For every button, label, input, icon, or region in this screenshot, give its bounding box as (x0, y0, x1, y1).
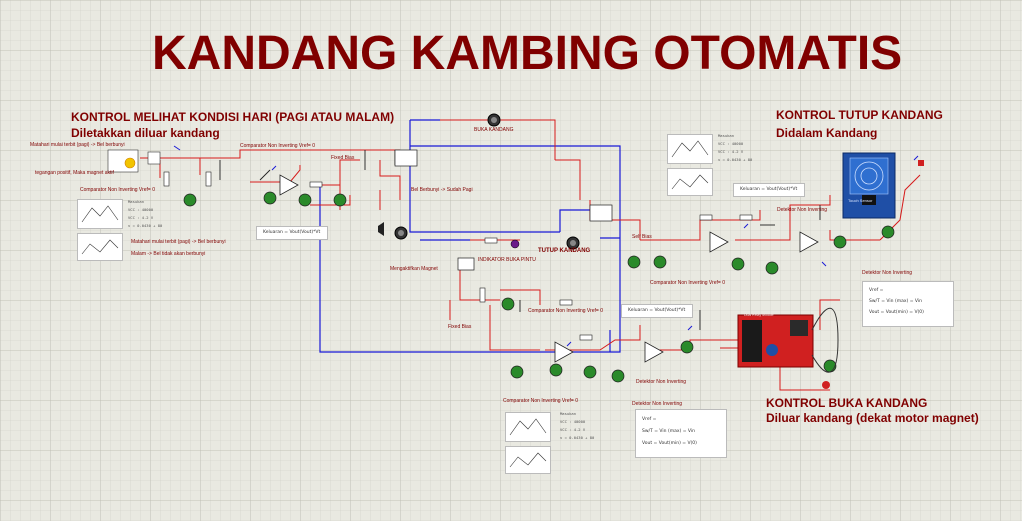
probe-markers (173, 145, 919, 347)
label-mengaktifkan-magnet: Mengaktifkan Magnet (390, 266, 438, 272)
page-title: KANDANG KAMBING OTOMATIS (152, 27, 903, 80)
label-matahari-terbit-2: Matahari mulai terbit (pagi) -> Bel berb… (131, 239, 226, 245)
label-tutup-kandang: TUTUP KANDANG (538, 248, 591, 254)
relays (394, 149, 613, 271)
close-section-subheading: Didalam Kandang (776, 126, 878, 140)
label-tegangan-positif: tegangan positif, Maka magnet aktif (35, 170, 114, 176)
opamp-4 (554, 341, 574, 363)
note-graph-left-2 (77, 233, 123, 261)
relay-module-label: Dual Relay Module (744, 313, 774, 317)
opamp-2 (709, 231, 729, 253)
mini-graph-icon (81, 205, 119, 223)
touch-sensor-module (842, 152, 896, 219)
label-fixed-bias-1: Fixed Bias (331, 155, 355, 161)
note-graph-top-1 (667, 134, 713, 164)
op-amps (279, 174, 819, 363)
opamp-3 (799, 231, 819, 253)
mini-graph-icon (81, 239, 119, 255)
label-comparator-top: Comparator Non Inverting Vref= 0 (240, 143, 315, 149)
detector-note-bottom: Vref = Sw/T = Vin (max) = Vin Vout = Vou… (635, 409, 727, 458)
left-section-heading: KONTROL MELIHAT KONDISI HARI (PAGI ATAU … (71, 110, 395, 124)
formula-box-mid: Keluaran = Vout(Vout)*Vt (621, 304, 693, 318)
label-bel-berbunyi: Bel Berbunyi -> Sudah Pagi (411, 187, 473, 193)
mini-graph-icon (671, 174, 709, 190)
label-comparator-1: Comparator Non Inverting Vref= 0 (80, 187, 155, 193)
label-buka-kandang: BUKA KANDANG (474, 127, 514, 133)
label-malam: Malam -> Bel tidak akan berbunyi (131, 251, 206, 257)
opamp-5 (644, 341, 664, 363)
close-section-heading: KONTROL TUTUP KANDANG (776, 108, 943, 122)
open-section-heading: KONTROL BUKA KANDANG (766, 396, 928, 410)
mini-graph-icon (509, 418, 547, 436)
label-self-bias: Self Bias (632, 234, 652, 240)
label-comparator-mid: Comparator Non Inverting Vref= 0 (650, 280, 725, 286)
sun-icon (124, 157, 136, 169)
mini-graph-icon (671, 140, 709, 158)
opamp-1 (279, 174, 299, 196)
relay-module-board (737, 160, 924, 389)
formula-box-left: Keluaran = Vout(Vout)*Vt (256, 226, 328, 240)
left-section-subheading: Diletakkan diluar kandang (71, 126, 220, 140)
lamps (378, 113, 580, 250)
note-graph-bottom-2 (505, 446, 551, 474)
speaker-icon (378, 222, 384, 236)
label-fixed-bias-2: Fixed Bias (448, 324, 472, 330)
label-detektor-3: Detektor Non Inverting (636, 379, 687, 385)
label-detektor-1: Detektor Non Inverting (777, 207, 828, 213)
label-comparator-right: Comparator Non Inverting Vref= 0 (528, 308, 603, 314)
resistors (163, 171, 753, 341)
led-indicator-icon (510, 239, 520, 249)
ldr-sensor (107, 149, 161, 173)
note-graph-left-1 (77, 199, 123, 229)
label-detektor-4: Detektor Non Inverting (632, 401, 683, 407)
note-graph-top-2 (667, 168, 713, 196)
label-comparator-bottom: Comparator Non Inverting Vref= 0 (503, 398, 578, 404)
label-detektor-2: Detektor Non Inverting (862, 270, 913, 276)
open-section-subheading: Diluar kandang (dekat motor magnet) (766, 411, 979, 425)
formula-box-top: Keluaran = Vout(Vout)*Vt (733, 183, 805, 197)
detector-note-right: Vref = Sw/T = Vin (max) = Vin Vout = Vou… (862, 281, 954, 327)
label-indikator-buka: INDIKATOR BUKA PINTU (478, 257, 536, 263)
label-matahari-terbit: Matahari mulai terbit (pagi) -> Bel berb… (30, 142, 125, 148)
touch-sensor-label: Touch Sensor (848, 198, 873, 203)
note-graph-bottom-1 (505, 412, 551, 442)
mini-graph-icon (509, 452, 547, 468)
